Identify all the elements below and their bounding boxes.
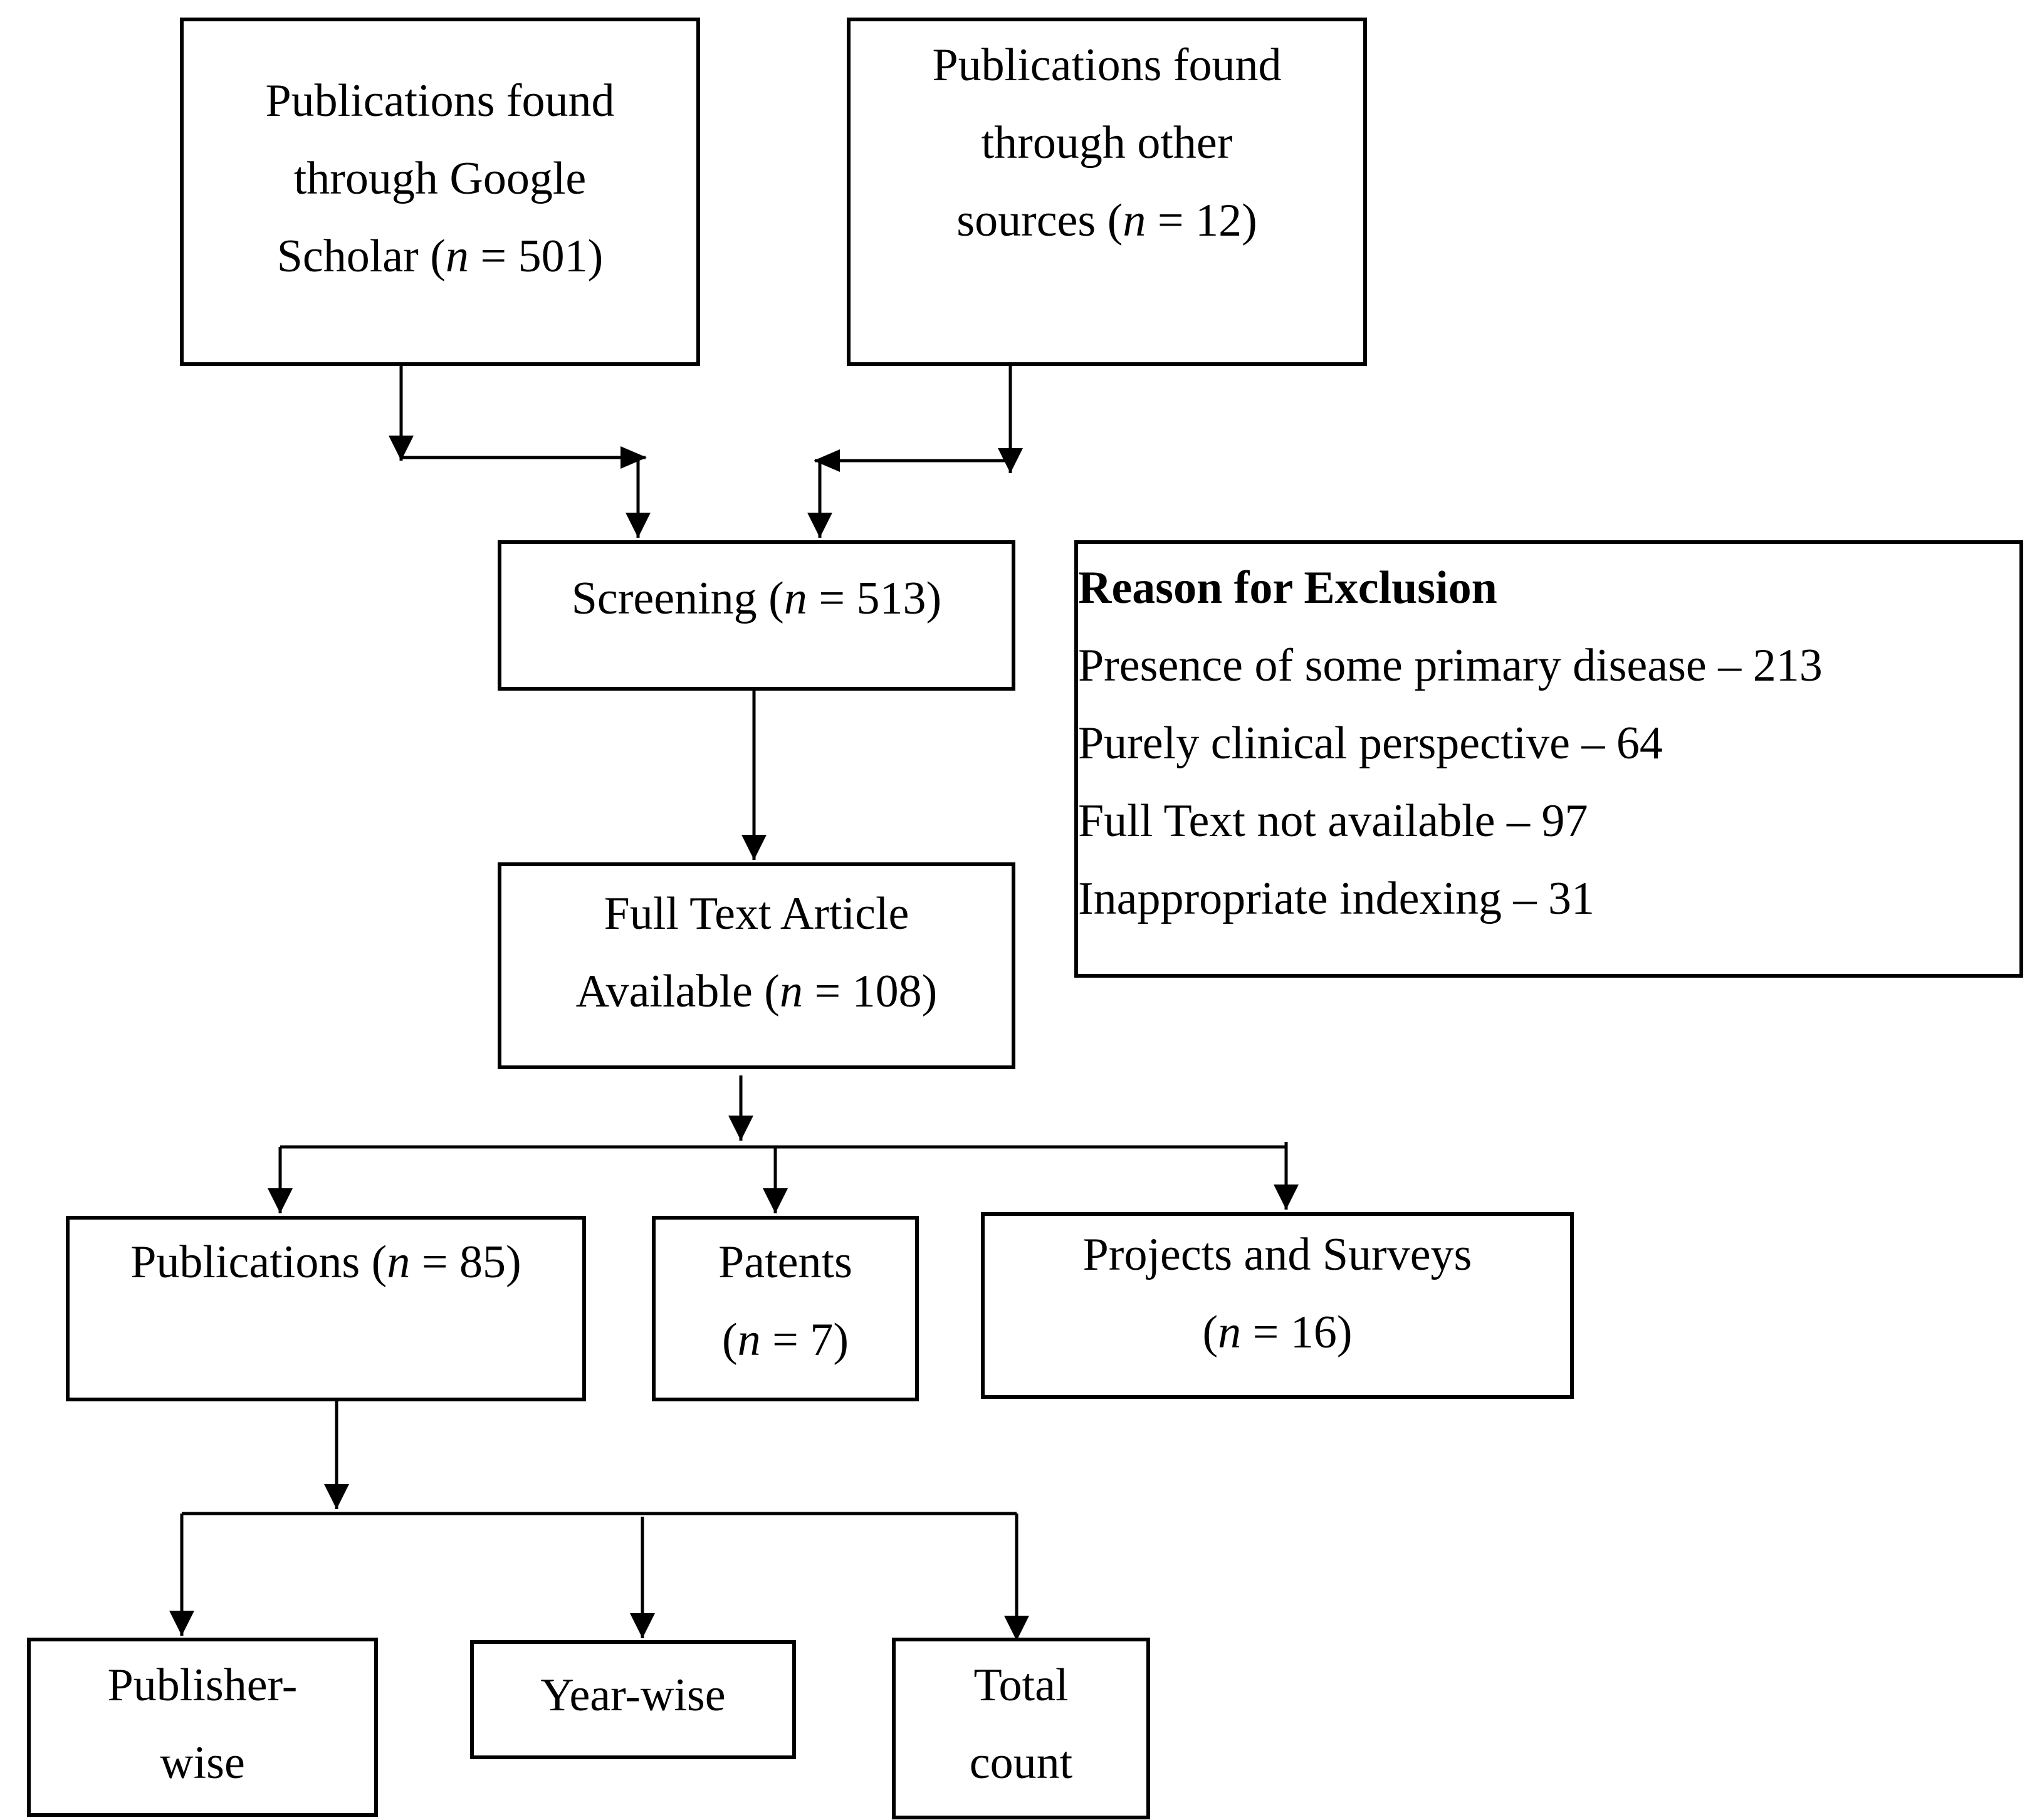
arrowhead xyxy=(621,446,647,469)
box-line: (n = 16) xyxy=(1202,1307,1353,1358)
box-line: Available (n = 108) xyxy=(575,966,938,1017)
box-line: Publications found xyxy=(265,75,615,127)
box-line: Publisher- xyxy=(107,1660,298,1711)
n-variable: n xyxy=(387,1237,411,1288)
box-line: Total xyxy=(973,1660,1069,1711)
box-other-sources: Publications found through other sources… xyxy=(847,18,1367,366)
box-total-count: Total count xyxy=(892,1638,1150,1819)
box-line: Publications (n = 85) xyxy=(130,1237,521,1288)
arrowhead xyxy=(169,1611,194,1636)
box-google-scholar: Publications found through Google Schola… xyxy=(180,18,700,366)
exclusion-item: Full Text not available – 97 xyxy=(1078,795,1588,847)
arrowhead xyxy=(324,1484,349,1509)
box-line: Projects and Surveys xyxy=(1082,1229,1472,1280)
arrowhead xyxy=(814,449,840,472)
arrowhead xyxy=(1004,1616,1029,1641)
exclusion-item: Presence of some primary disease – 213 xyxy=(1078,640,1823,691)
box-line: through other xyxy=(981,117,1233,169)
box-line: Patents xyxy=(718,1237,852,1288)
box-line: count xyxy=(969,1737,1073,1789)
box-publications: Publications (n = 85) xyxy=(66,1216,586,1401)
n-variable: n xyxy=(1218,1307,1242,1358)
box-line: Scholar (n = 501) xyxy=(276,231,604,282)
exclusion-item: Inappropriate indexing – 31 xyxy=(1078,873,1595,924)
arrowhead xyxy=(807,513,832,538)
n-variable: n xyxy=(1123,195,1146,246)
arrowhead xyxy=(630,1613,655,1638)
box-projects-surveys: Projects and Surveys (n = 16) xyxy=(981,1212,1574,1399)
n-variable: n xyxy=(737,1314,761,1366)
arrowhead xyxy=(268,1188,293,1213)
box-line: Full Text Article xyxy=(604,888,909,939)
n-variable: n xyxy=(779,966,803,1017)
box-full-text: Full Text Article Available (n = 108) xyxy=(498,862,1015,1069)
box-line: through Google xyxy=(293,153,587,204)
n-variable: n xyxy=(445,231,469,282)
arrowhead xyxy=(728,1116,753,1141)
exclusion-title: Reason for Exclusion xyxy=(1078,562,1497,614)
arrowhead xyxy=(389,436,414,461)
box-line: sources (n = 12) xyxy=(956,195,1257,246)
box-line: Year-wise xyxy=(540,1670,726,1721)
n-variable: n xyxy=(783,573,807,624)
box-patents: Patents (n = 7) xyxy=(652,1216,919,1401)
arrowhead xyxy=(763,1188,788,1213)
box-publisher-wise: Publisher- wise xyxy=(27,1638,378,1817)
box-line: Screening (n = 513) xyxy=(571,573,942,624)
arrowhead xyxy=(741,835,767,860)
exclusion-item: Purely clinical perspective – 64 xyxy=(1078,718,1663,769)
arrowhead xyxy=(626,513,651,538)
box-line: wise xyxy=(160,1737,245,1789)
arrowhead xyxy=(1274,1185,1299,1210)
box-screening: Screening (n = 513) xyxy=(498,540,1015,691)
box-year-wise: Year-wise xyxy=(470,1640,796,1759)
box-exclusion-reasons: Reason for Exclusion Presence of some pr… xyxy=(1074,540,2023,978)
box-line: (n = 7) xyxy=(721,1314,849,1366)
box-line: Publications found xyxy=(932,39,1282,91)
